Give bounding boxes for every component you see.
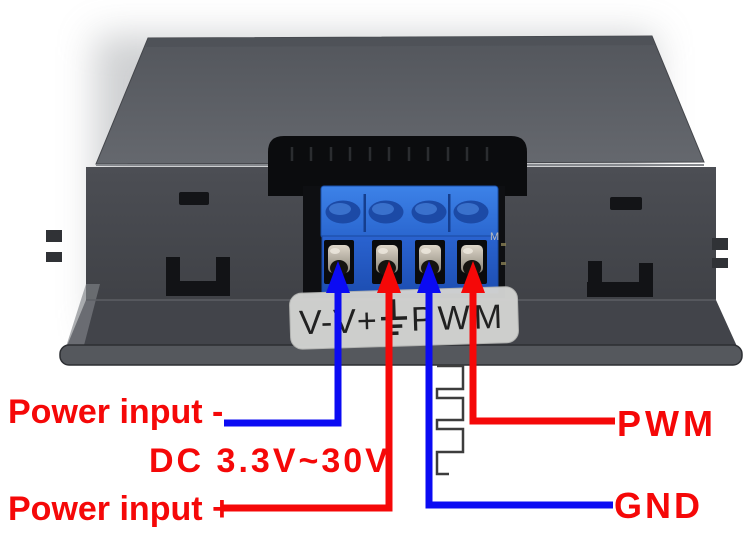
power-input-minus-label: Power input -: [8, 393, 224, 431]
terminal-divider: [363, 194, 366, 232]
pcb-contact: [501, 262, 506, 265]
case-bottom-plate: [59, 344, 743, 366]
arrow-up-icon: [417, 261, 441, 293]
arrow-up-icon: [326, 261, 350, 293]
arrow-up-icon: [377, 261, 401, 293]
label-strip-sticker: V-V+ PWM: [289, 286, 519, 350]
mount-slot-right-top: [610, 197, 642, 210]
terminal-divider: [448, 194, 451, 232]
pcb-silkscreen: M: [490, 231, 499, 243]
label-pwm: PWM: [410, 298, 506, 339]
mount-cutout-left: [166, 257, 230, 296]
mount-slot-left-top: [179, 192, 209, 205]
terminal-screw: [325, 200, 489, 224]
wire-pwm: [461, 261, 615, 425]
pcb-contact: [501, 243, 506, 246]
side-tab-right: [712, 238, 728, 250]
annotation-wires: [222, 261, 615, 512]
side-tab-right: [712, 258, 728, 268]
case-lid-top-edge: [146, 36, 654, 47]
pwm-waveform-icon: [435, 364, 465, 476]
side-tab-left: [46, 252, 62, 262]
wire-power-input-plus: [222, 261, 401, 512]
pwm-output-label: PWM: [617, 403, 717, 444]
terminal-block: M: [320, 185, 506, 294]
arrow-up-icon: [461, 261, 485, 293]
mount-cutout-right: [587, 261, 653, 297]
wire-power-input-minus: [224, 261, 350, 427]
pin-header-pins: [290, 147, 489, 161]
voltage-range-label: DC 3.3V~30V: [149, 442, 391, 480]
case-base-flange-highlight: [64, 284, 100, 353]
power-input-plus-label: Power input +: [8, 490, 232, 528]
gnd-label: GND: [614, 485, 703, 526]
wire-gnd: [417, 261, 613, 509]
side-tab-left: [46, 230, 62, 242]
